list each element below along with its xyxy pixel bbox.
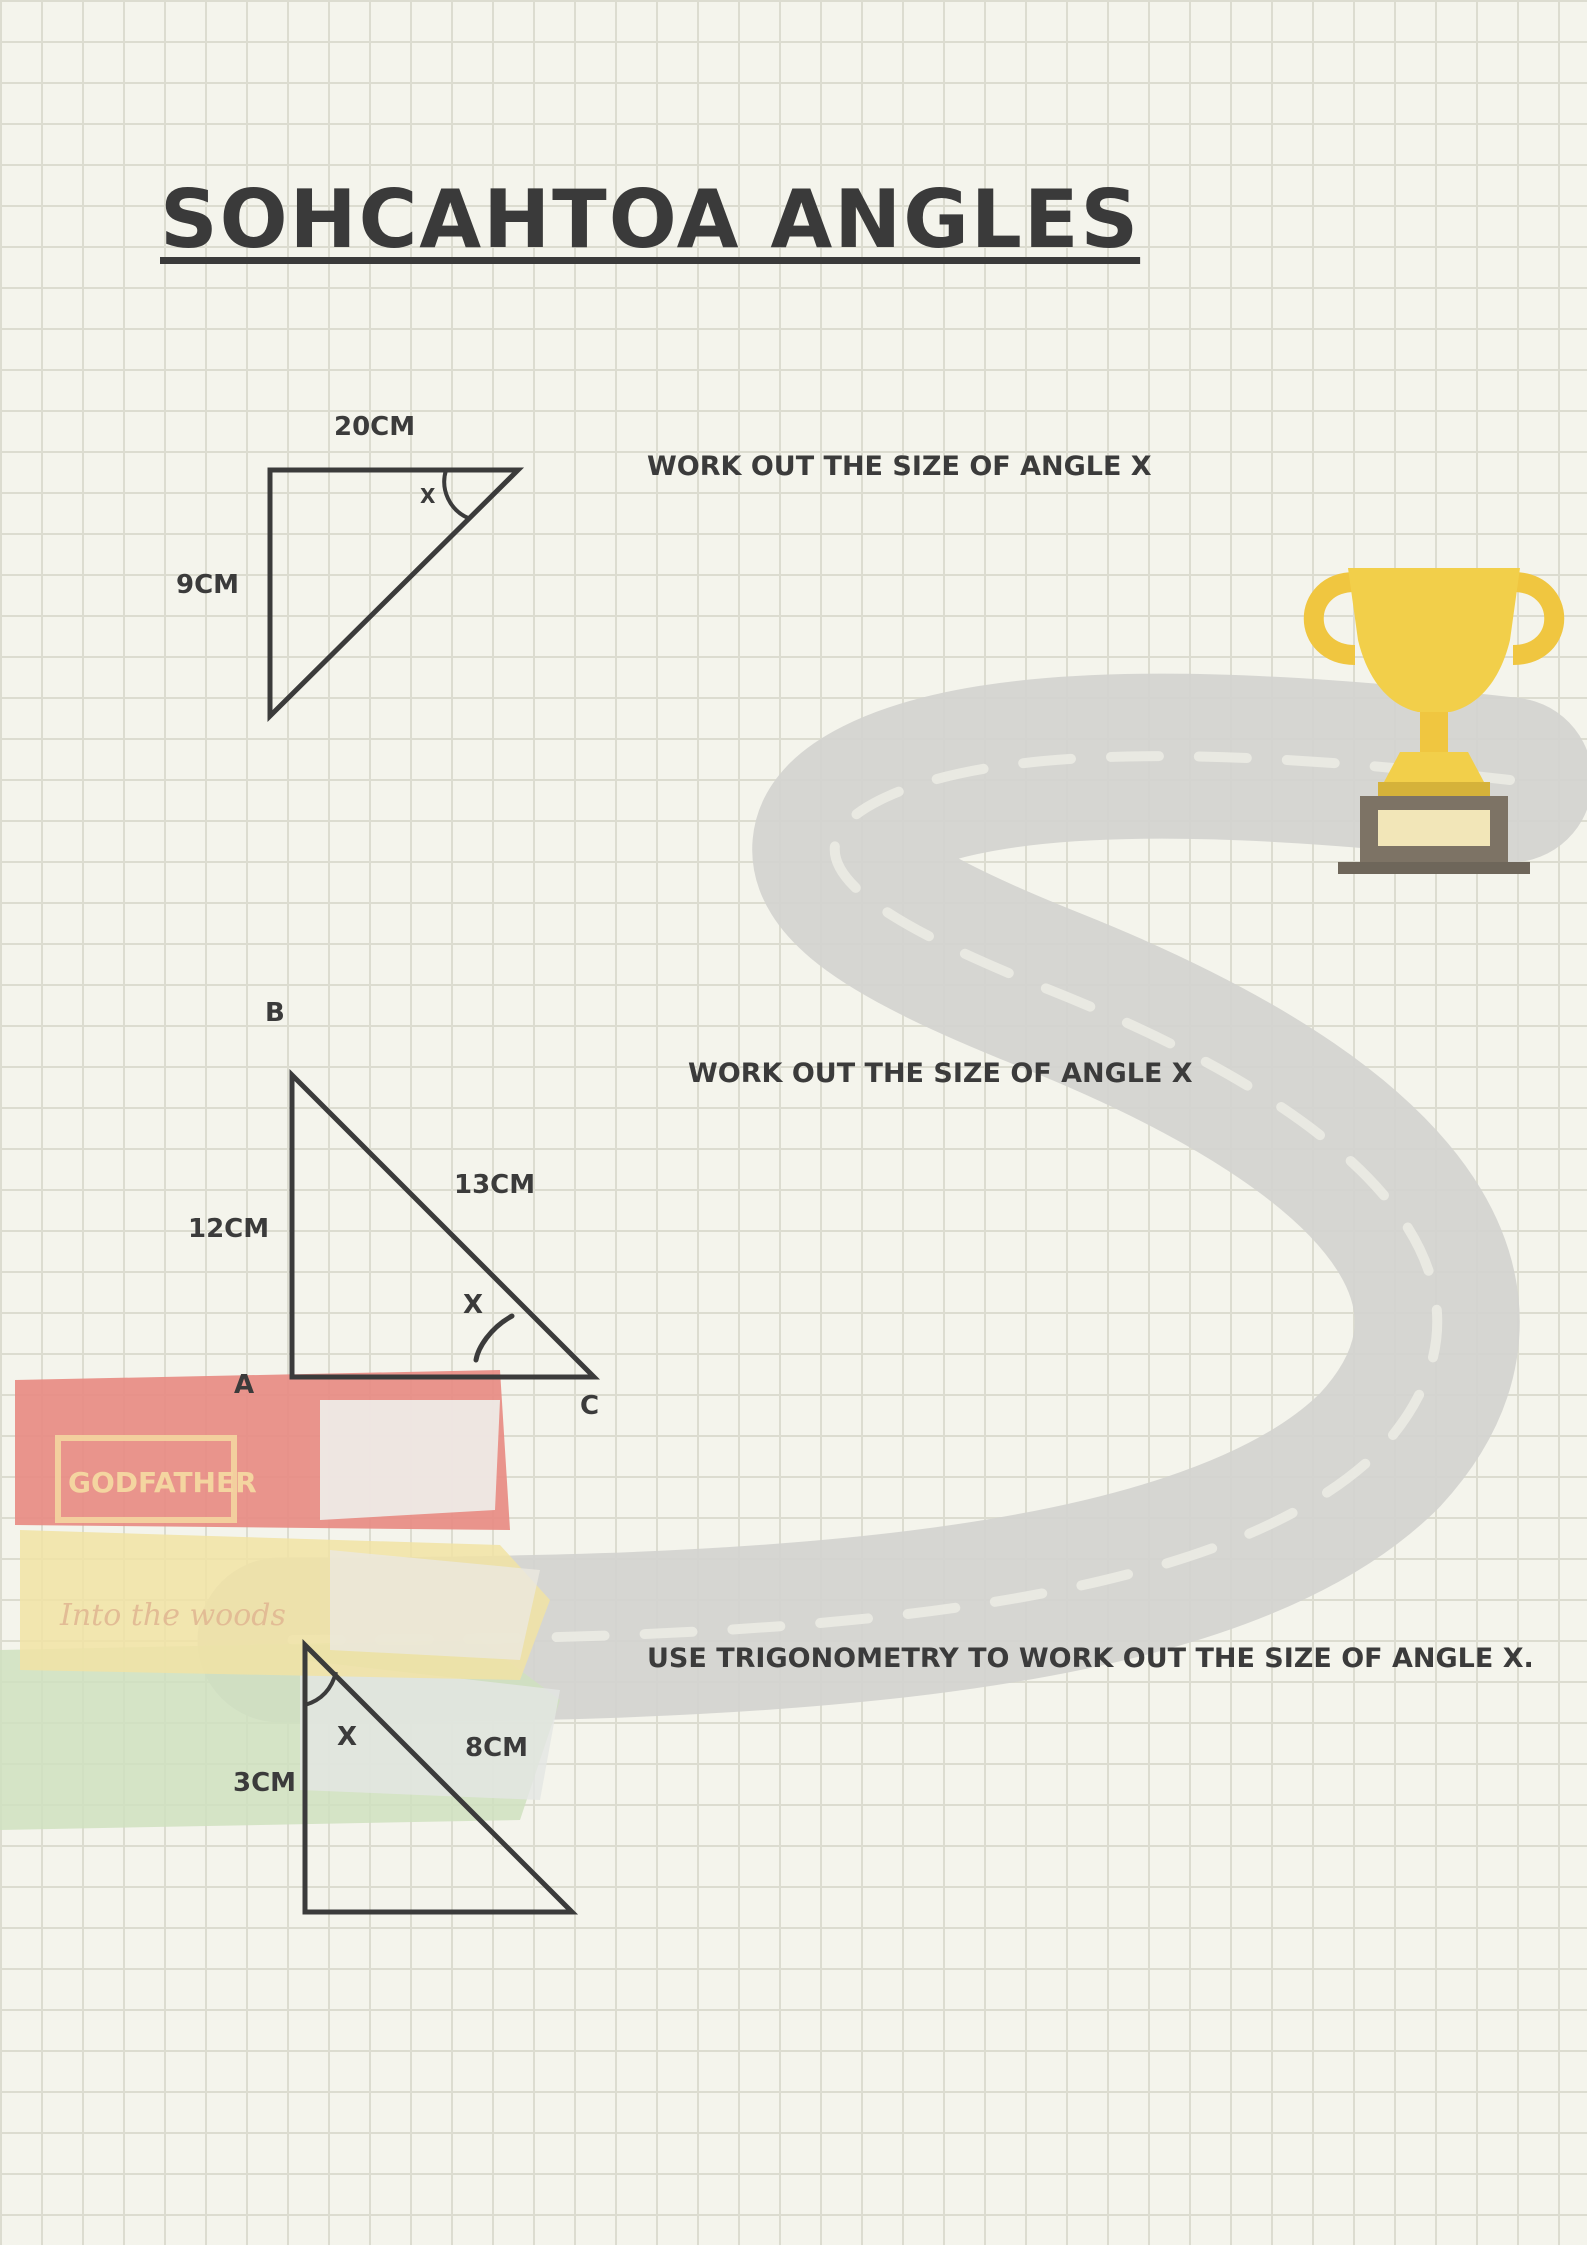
q2-vertex-a: A: [234, 1370, 255, 1400]
q1-top-side-label: 20CM: [334, 412, 416, 442]
q1-angle-label: X: [420, 484, 436, 508]
q2-angle-label: X: [463, 1290, 484, 1320]
q2-hypotenuse-label: 13CM: [454, 1170, 536, 1200]
q3-instruction: USE TRIGONOMETRY TO WORK OUT THE SIZE OF…: [647, 1643, 1534, 1674]
book-title-godfather: GODFATHER: [68, 1466, 257, 1499]
book-title-into-the-woods: Into the woods: [59, 1598, 286, 1633]
q3-left-side-label: 3CM: [233, 1768, 297, 1798]
q2-instruction: WORK OUT THE SIZE OF ANGLE X: [688, 1058, 1193, 1089]
page-title: SOHCAHTOA ANGLES: [160, 173, 1141, 266]
q3-hypotenuse-label: 8CM: [465, 1733, 529, 1763]
q2-vertex-b: B: [265, 998, 285, 1028]
q3-angle-label: X: [337, 1722, 358, 1752]
q2-left-side-label: 12CM: [188, 1214, 270, 1244]
q1-left-side-label: 9CM: [176, 570, 240, 600]
q2-vertex-c: C: [580, 1391, 600, 1421]
q1-instruction: WORK OUT THE SIZE OF ANGLE X: [647, 451, 1152, 482]
